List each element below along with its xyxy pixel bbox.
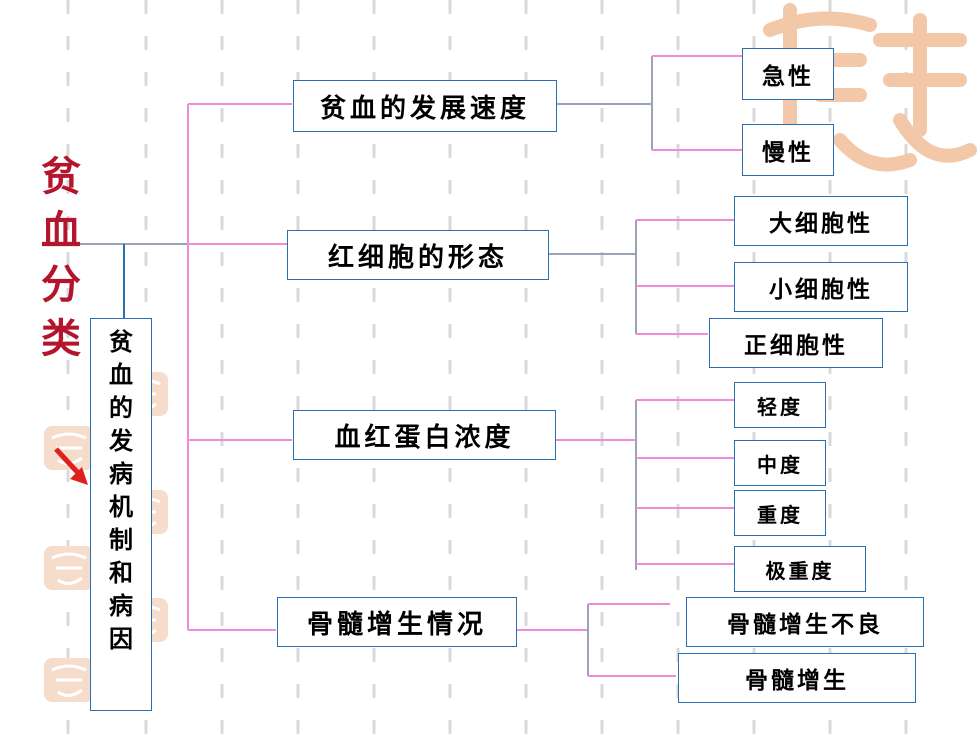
branch-label: 骨髓增生情况 <box>306 609 487 640</box>
leaf-label: 重度 <box>757 502 803 527</box>
leaf-label: 骨髓增生 <box>745 667 849 694</box>
leaf-label: 正细胞性 <box>744 332 848 359</box>
leaf-box: 轻度 <box>734 382 826 428</box>
leaf-label: 大细胞性 <box>769 210 873 237</box>
leaf-box: 骨髓增生不良 <box>686 597 924 647</box>
side-box-label: 贫血的发病机制和病因 <box>109 327 133 653</box>
seal-watermark-icon <box>44 426 94 470</box>
leaf-label: 小细胞性 <box>769 276 873 303</box>
leaf-box: 重度 <box>734 490 826 536</box>
leaf-label: 中度 <box>757 452 803 477</box>
leaf-box: 中度 <box>734 440 826 486</box>
leaf-box: 正细胞性 <box>709 318 883 368</box>
red-arrow-icon <box>54 447 88 485</box>
leaf-box: 大细胞性 <box>734 196 908 246</box>
leaf-box: 慢性 <box>742 124 834 176</box>
branch-label: 红细胞的形态 <box>327 242 508 273</box>
seal-watermark-icon <box>44 658 94 702</box>
leaf-label: 慢性 <box>762 139 814 166</box>
diagram-title: 贫血分类 <box>41 153 81 362</box>
leaf-label: 极重度 <box>765 558 835 583</box>
leaf-label: 骨髓增生不良 <box>727 611 883 638</box>
leaf-box: 极重度 <box>734 546 866 592</box>
branch-label: 贫血的发展速度 <box>319 93 530 124</box>
side-box: 贫血的发病机制和病因 <box>90 318 152 711</box>
branch-box-marrow: 骨髓增生情况 <box>277 597 517 647</box>
leaf-box: 急性 <box>742 48 834 100</box>
leaf-label: 急性 <box>762 63 814 90</box>
leaf-label: 轻度 <box>757 394 803 419</box>
branch-box-speed: 贫血的发展速度 <box>293 80 557 132</box>
seal-watermark-icon <box>44 546 94 590</box>
branch-box-morphology: 红细胞的形态 <box>287 230 549 280</box>
branch-label: 血红蛋白浓度 <box>334 422 515 453</box>
leaf-box: 骨髓增生 <box>678 653 916 703</box>
leaf-box: 小细胞性 <box>734 262 908 312</box>
branch-box-hemoglobin: 血红蛋白浓度 <box>293 410 556 460</box>
